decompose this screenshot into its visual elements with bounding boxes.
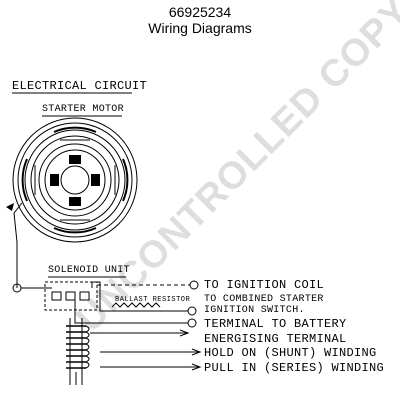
motor-lead xyxy=(13,202,23,288)
legend-pull-in: PULL IN (SERIES) WINDING xyxy=(204,361,385,375)
page-title: Wiring Diagrams xyxy=(148,20,252,36)
starter-switch-terminal xyxy=(187,306,197,316)
ballast-lead xyxy=(91,281,188,312)
pull-in-arrow xyxy=(191,363,202,371)
section-heading: ELECTRICAL CIRCUIT xyxy=(12,79,148,93)
starter-motor-label: STARTER MOTOR xyxy=(42,104,124,115)
solenoid-contact-1 xyxy=(51,291,62,301)
solenoid-box xyxy=(44,281,98,311)
legend-battery: TERMINAL TO BATTERY xyxy=(204,317,347,331)
battery-lead xyxy=(74,300,188,324)
legend-energising: ENERGISING TERMINAL xyxy=(204,332,347,346)
solenoid-contact-3 xyxy=(79,291,90,301)
legend-starter-switch-1: TO COMBINED STARTER xyxy=(204,294,324,305)
document-number: 66925234 xyxy=(168,4,232,20)
solenoid-coil xyxy=(66,318,90,385)
legend-hold-on: HOLD ON (SHUNT) WINDING xyxy=(204,346,377,360)
motor-lead-arrow xyxy=(6,203,14,211)
ignition-coil-terminal xyxy=(189,280,199,290)
solenoid-contact-2 xyxy=(65,291,76,301)
legend-starter-switch-2: IGNITION SWITCH. xyxy=(204,305,305,316)
battery-terminal xyxy=(187,318,197,328)
ballast-resistor-label: BALLAST RESISTOR xyxy=(115,296,191,304)
legend-ignition-coil: TO IGNITION COIL xyxy=(204,278,325,292)
starter-motor-symbol xyxy=(12,117,138,243)
solenoid-unit-label: SOLENOID UNIT xyxy=(48,265,130,276)
brush-holders xyxy=(50,155,100,206)
hold-on-arrow xyxy=(191,348,202,356)
ballast-resistor xyxy=(111,302,161,308)
energising-arrow xyxy=(179,329,190,337)
